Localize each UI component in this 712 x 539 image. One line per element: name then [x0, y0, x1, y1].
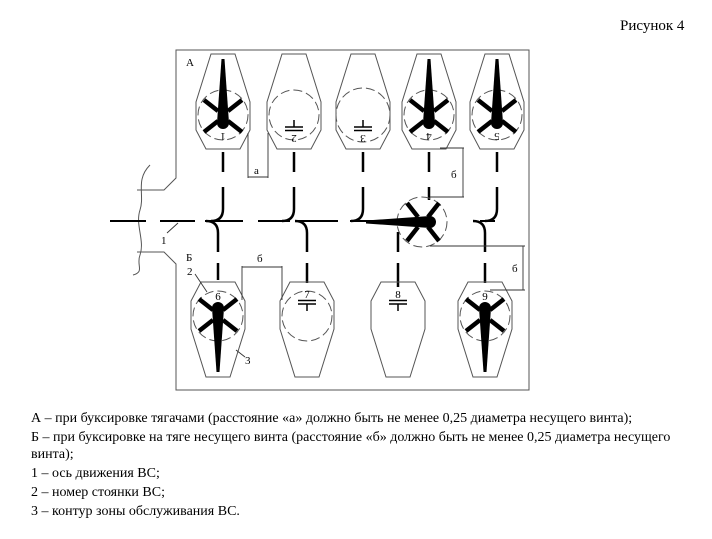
figure-caption: А – при буксировке тягачами (расстояние …	[31, 410, 701, 522]
stand-number: 5	[494, 130, 500, 142]
stand-number: 8	[395, 289, 401, 301]
svg-text:2: 2	[187, 266, 193, 278]
svg-text:б: б	[257, 253, 263, 265]
callout-3: 3	[235, 349, 251, 367]
section-a-label: А	[186, 57, 194, 69]
ground-symbol-icon	[284, 119, 304, 132]
stand-number: 9	[482, 291, 488, 303]
parking-stands-diagram: 1 2 3 4 5 6 7 8 9 а б	[110, 49, 530, 391]
stand-number: 6	[215, 291, 221, 303]
caption-line-2: 2 – номер стоянки ВС;	[31, 485, 165, 500]
stand-9: 9	[457, 281, 513, 378]
ground-symbol-icon	[297, 299, 317, 312]
figure-title: Рисунок 4	[620, 18, 685, 34]
helicopter-icon	[478, 59, 516, 132]
helicopter-icon	[204, 59, 242, 132]
caption-line-a: А – при буксировке тягачами (расстояние …	[31, 411, 633, 426]
helicopter-icon	[199, 299, 237, 372]
caption-line-1: 1 – ось движения ВС;	[31, 466, 160, 481]
stand-1: 1	[195, 53, 251, 150]
caption-line-3: 3 – контур зоны обслуживания ВС.	[31, 504, 240, 519]
callout-2: 2	[187, 266, 208, 293]
svg-text:б: б	[512, 263, 518, 275]
dimension-b-right: б	[430, 245, 525, 291]
svg-text:3: 3	[245, 355, 251, 367]
ground-symbol-icon	[388, 299, 408, 312]
ground-symbol-icon	[353, 119, 373, 132]
stand-5: 5	[469, 53, 525, 150]
stand-4: 4	[401, 53, 457, 150]
dimension-b-left: б	[241, 253, 283, 300]
stand-2: 2	[266, 53, 322, 150]
dimension-a: а	[247, 133, 269, 178]
section-b-label: Б	[186, 252, 192, 264]
diagram-frame	[137, 49, 530, 391]
taxi-lines-bottom	[205, 219, 487, 287]
stand-number: 7	[304, 289, 310, 301]
stand-7: 7	[279, 281, 335, 378]
stand-number: 4	[426, 130, 432, 142]
taxi-lines-top	[210, 152, 499, 223]
helicopter-icon	[410, 59, 448, 132]
helicopter-icon	[466, 299, 504, 372]
helicopter-icon	[366, 203, 439, 241]
svg-text:а: а	[254, 165, 259, 177]
break-line	[132, 164, 151, 276]
stand-number: 3	[360, 132, 366, 144]
stand-number: 2	[291, 132, 297, 144]
caption-line-b: Б – при буксировке на тяге несущего винт…	[31, 430, 671, 462]
svg-text:б: б	[451, 169, 457, 181]
callout-1: 1	[161, 222, 179, 247]
svg-text:1: 1	[161, 235, 167, 247]
dimension-b-top: б	[430, 147, 464, 198]
taxiing-helicopter	[366, 196, 448, 248]
stand-number: 1	[220, 130, 226, 142]
stand-8: 8	[370, 281, 426, 378]
stand-3: 3	[335, 53, 391, 150]
stand-6: 6	[190, 281, 246, 378]
